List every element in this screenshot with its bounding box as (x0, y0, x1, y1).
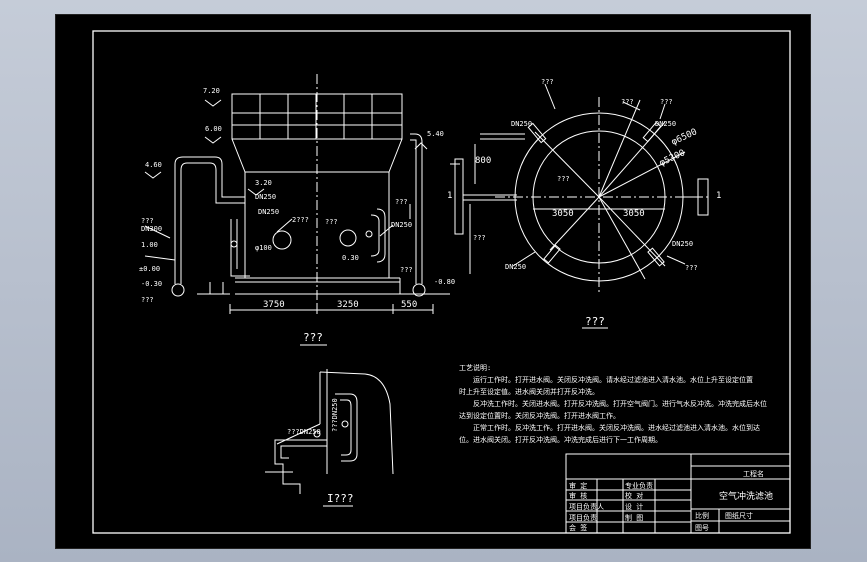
title-block-text: 工程名 空气冲洗滤池 审 定 专业负责 审 核 校 对 项目负责人 设 计 项目… (569, 469, 773, 532)
plan-view-text: ??? ??? DN250 DN250 ??? DN250 DN250 ??? … (447, 78, 721, 328)
level-minus-0-30: -0.30 (141, 280, 162, 288)
drawing-sheet: 7.20 6.00 4.60 3.20 1.00 ±0.00 -0.30 5.4… (92, 30, 791, 534)
dim-800: 800 (475, 156, 491, 166)
notes-line-1: 运行工作时。打开进水阀。关闭反冲洗阀。请水经过滤池进入清水池。水位上升至设定位置 (473, 375, 753, 384)
plan-label-5: ??? (660, 98, 673, 106)
front-view-title: ??? (303, 331, 323, 344)
level-3-20: 3.20 (255, 179, 272, 187)
plan-label-3: DN250 (655, 120, 676, 128)
notes-line-4: 达到设定位置时。关闭反冲洗阀。打开进水阀工作。 (459, 411, 620, 420)
plan-label-10: ??? (685, 264, 698, 272)
dim-3050-right: 3050 (623, 209, 645, 219)
section-label-1: ???DN250 (287, 428, 321, 436)
plan-label-2: ??? (621, 98, 634, 106)
level-5-40: 5.40 (427, 130, 444, 138)
tb-row5-a: 会 签 (569, 523, 587, 532)
sheet-border (92, 30, 791, 534)
level-1-00: 1.00 (141, 241, 158, 249)
title-block-project: 工程名 (743, 469, 764, 478)
tb-row2-a: 审 核 (569, 491, 587, 500)
tb-row3-b: 设 计 (625, 502, 643, 511)
section-detail (265, 369, 394, 494)
level-minus-0-80: -0.80 (434, 278, 455, 286)
plan-view (450, 83, 710, 292)
tb-row4-b: 制 图 (625, 513, 643, 522)
drawing-canvas[interactable]: 7.20 6.00 4.60 3.20 1.00 ±0.00 -0.30 5.4… (55, 14, 811, 549)
front-elevation (144, 74, 450, 314)
section-detail-text: ???DN250 ???DN250 I??? (287, 398, 354, 505)
dim-3750: 3750 (263, 300, 285, 310)
plan-view-title: ??? (585, 315, 605, 328)
level-0-00: ±0.00 (139, 265, 160, 273)
section-mark-right: 1 (716, 191, 721, 201)
front-label-8: ??? (325, 218, 338, 226)
tb-row3-a: 项目负责人 (569, 502, 604, 511)
front-label-10: DN250 (391, 221, 412, 229)
dim-3250: 3250 (337, 300, 359, 310)
front-label-11: ??? (395, 198, 408, 206)
dim-phi-6500: φ6500 (670, 127, 699, 148)
front-label-1: ??? (141, 217, 154, 225)
plan-label-1: ??? (541, 78, 554, 86)
tb-number-label: 图号 (695, 524, 709, 532)
title-block-drawing-name: 空气冲洗滤池 (719, 490, 773, 502)
tb-row1-b: 专业负责 (625, 481, 653, 490)
notes-line-5: 正常工作时。反冲洗工作。打开进水阀。关闭反冲洗阀。进水经过滤池进入清水池。水位到… (473, 423, 760, 432)
front-label-9: 0.30 (342, 254, 359, 262)
plan-label-8: ??? (473, 234, 486, 242)
front-label-2: DN300 (141, 225, 162, 233)
plan-label-7: DN250 (505, 263, 526, 271)
section-mark-left: 1 (447, 191, 452, 201)
level-6-00: 6.00 (205, 125, 222, 133)
front-label-3: ??? (141, 296, 154, 304)
plan-label-4: DN250 (672, 240, 693, 248)
level-7-20: 7.20 (203, 87, 220, 95)
section-view-title: I??? (327, 492, 354, 505)
title-block (565, 453, 791, 534)
tb-scale-value: 图纸尺寸 (725, 511, 753, 520)
notes-line-6: 位。进水阀关闭。打开反冲洗阀。冲洗完成后进行下一工作周期。 (459, 435, 662, 444)
dim-3050-left: 3050 (552, 209, 574, 219)
front-label-7: φ100 (255, 244, 272, 252)
section-label-2: ???DN250 (331, 398, 339, 432)
front-label-5: DN250 (258, 208, 279, 216)
dim-phi-5300: φ5300 (658, 148, 687, 169)
level-4-60: 4.60 (145, 161, 162, 169)
tb-row4-a: 项目负责 (569, 513, 597, 522)
tb-row2-b: 校 对 (625, 491, 643, 500)
front-label-4: DN250 (255, 193, 276, 201)
front-label-6: 2??? (292, 216, 309, 224)
dim-550: 550 (401, 300, 417, 310)
plan-label-9: ??? (557, 175, 570, 183)
notes-title: 工艺说明: (459, 363, 491, 372)
plan-label-6: DN250 (511, 120, 532, 128)
notes-line-2: 时上升至设定值。进水阀关闭并打开反冲洗。 (459, 387, 599, 396)
front-label-12: ??? (400, 266, 413, 274)
process-notes: 工艺说明: 运行工作时。打开进水阀。关闭反冲洗阀。请水经过滤池进入清水池。水位上… (459, 363, 767, 444)
tb-row1-a: 审 定 (569, 481, 587, 490)
tb-scale-label: 比例 (695, 511, 709, 520)
front-elevation-text: 7.20 6.00 4.60 3.20 1.00 ±0.00 -0.30 5.4… (139, 87, 455, 344)
notes-line-3: 反冲洗工作时。关闭进水阀。打开反冲洗阀。打开空气阀门。进行气水反冲洗。冲洗完成后… (473, 399, 767, 408)
